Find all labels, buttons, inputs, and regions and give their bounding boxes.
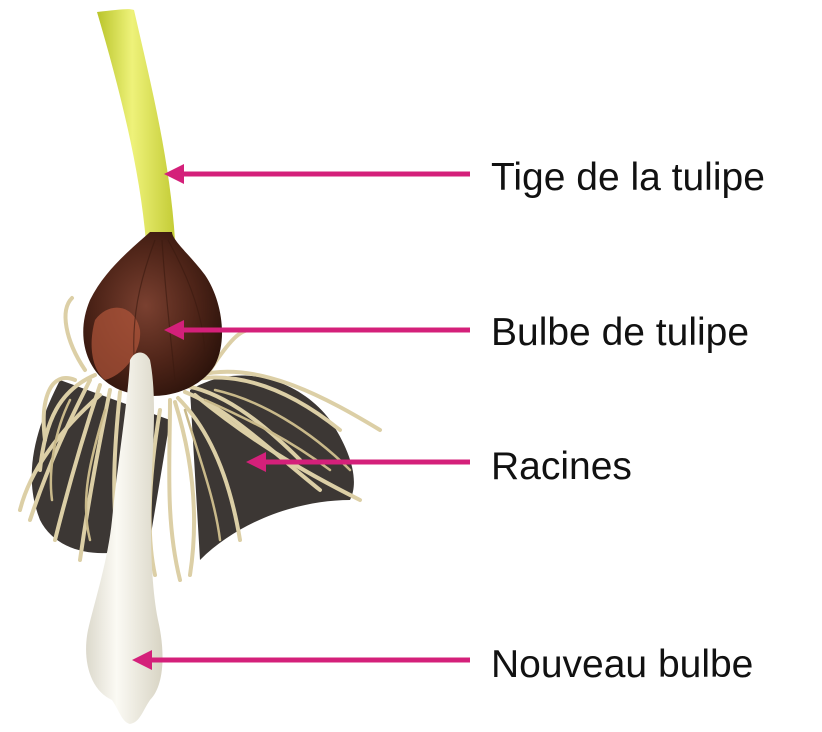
stem [97, 9, 175, 242]
label-bulb: Bulbe de tulipe [491, 313, 749, 352]
label-roots: Racines [491, 447, 632, 486]
label-new-bulb: Nouveau bulbe [491, 645, 753, 684]
label-stem: Tige de la tulipe [491, 158, 765, 197]
